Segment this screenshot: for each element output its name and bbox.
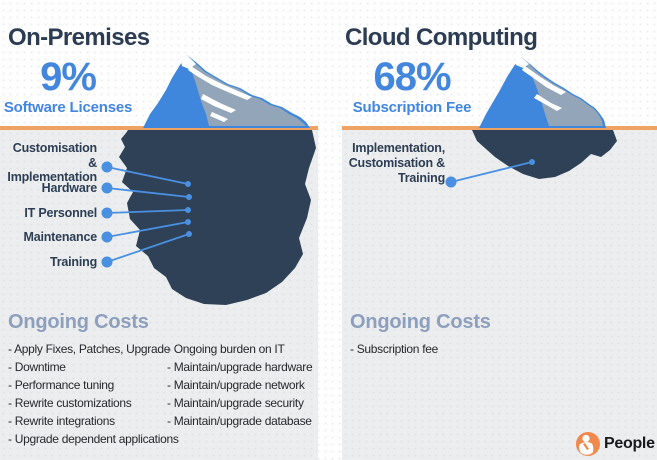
left-percent-label: Software Licenses — [3, 99, 133, 116]
left-iceberg-underwater — [119, 130, 316, 305]
right-iceberg-underwater — [472, 130, 617, 179]
right-underwater-panel — [342, 130, 657, 460]
left-underwater-label: Training — [49, 255, 97, 269]
left-costs-column-2: - Ongoing burden on IT - Maintain/upgrad… — [167, 340, 313, 430]
cost-item: - Maintain/upgrade security — [167, 396, 304, 410]
cost-item: - Upgrade dependent applications — [8, 432, 179, 446]
cost-item: - Downtime — [8, 360, 66, 374]
logo-wordmark: People — [604, 435, 655, 452]
cost-item: - Apply Fixes, Patches, Upgrade — [8, 342, 171, 356]
right-percent-label: Subscription Fee — [352, 99, 472, 116]
cost-item: - Maintain/upgrade database — [167, 414, 312, 428]
left-percent-value: 9% — [40, 55, 97, 99]
left-percent-block: 9% Software Licenses — [3, 57, 133, 116]
cost-item: - Rewrite customizations — [8, 396, 132, 410]
left-underwater-label: Maintenance — [23, 230, 97, 244]
cost-item: - Ongoing burden on IT — [167, 342, 285, 356]
right-ongoing-costs-title: Ongoing Costs — [350, 311, 491, 333]
right-connectors — [445, 159, 535, 188]
right-panel-title: Cloud Computing — [345, 24, 538, 51]
right-underwater-label: Implementation, Customisation & Training — [348, 141, 446, 185]
left-ongoing-costs-title: Ongoing Costs — [8, 311, 149, 333]
left-panel-title: On-Premises — [8, 24, 150, 51]
cost-item: - Rewrite integrations — [8, 414, 115, 428]
person-in-circle-icon — [576, 432, 600, 456]
right-iceberg-tip — [479, 57, 606, 128]
cost-item: - Maintain/upgrade hardware — [167, 360, 313, 374]
cost-item: - Subscription fee — [350, 342, 438, 356]
cost-item: - Performance tuning — [8, 378, 115, 392]
right-percent-block: 68% Subscription Fee — [347, 57, 477, 116]
cost-item: - Maintain/upgrade network — [167, 378, 305, 392]
left-connectors — [106, 166, 190, 263]
left-label-dots — [101, 161, 192, 268]
right-costs-column: - Subscription fee — [350, 340, 438, 358]
left-underwater-label: IT Personnel — [24, 206, 97, 220]
left-costs-column-1: - Apply Fixes, Patches, Upgrade - Downti… — [8, 340, 179, 448]
right-percent-value: 68% — [373, 55, 451, 99]
left-iceberg-tip — [143, 55, 310, 128]
left-underwater-label: Customisation & Implementation — [7, 141, 97, 184]
left-underwater-label: Hardware — [41, 181, 98, 195]
